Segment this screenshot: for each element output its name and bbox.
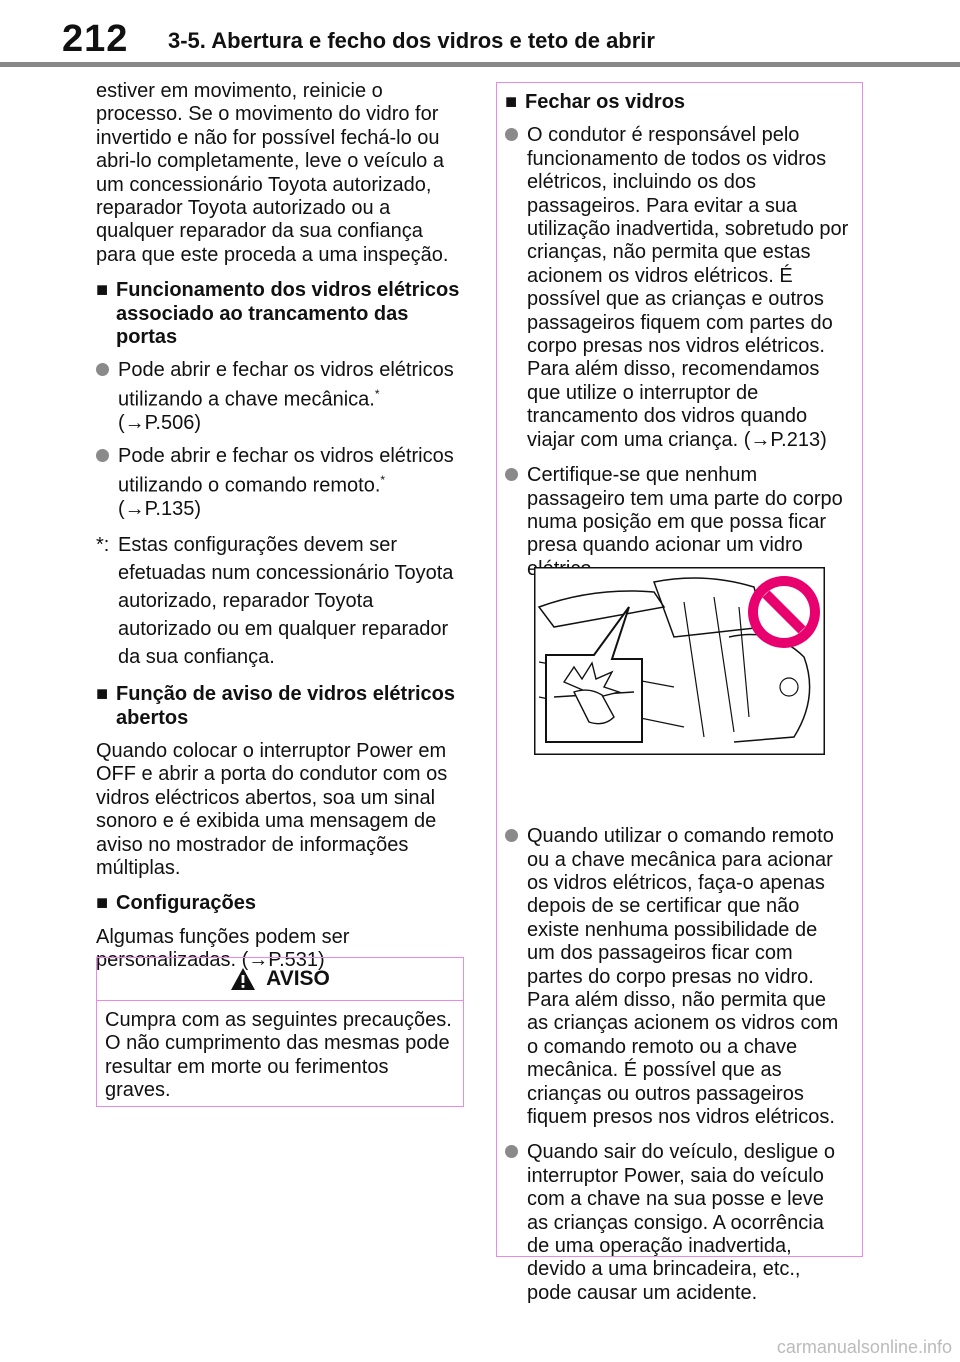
open-window-warning-paragraph: Quando colocar o interruptor Power em OF… (96, 740, 448, 880)
watermark: carmanualsonline.info (776, 1337, 952, 1357)
list-item: Quando utilizar o comando remoto ou a ch… (505, 825, 850, 1129)
page-reference: (→P.135) (118, 497, 202, 520)
page-header: 212 3-5. Abertura e fecho dos vidros e t… (0, 0, 960, 70)
warning-triangle-icon (231, 968, 256, 990)
header-rule (0, 62, 960, 67)
list-item: Pode abrir e fechar os vidros elétricos … (96, 359, 464, 435)
circle-bullet-icon (505, 464, 527, 581)
heading-settings: ■ Configurações (96, 892, 257, 915)
warning-title: AVISO (266, 967, 330, 990)
heading-open-window-warning: ■ Função de aviso de vidros elétricos ab… (96, 683, 456, 729)
list-item: Pode abrir e fechar os vidros elétricos … (96, 445, 464, 521)
square-bullet-icon: ■ (505, 91, 518, 113)
page-number: 212 (62, 18, 129, 60)
warning-continuation-box: ■ Fechar os vidros O condutor é responsá… (496, 82, 863, 1304)
list-item: O condutor é responsável pelo funcioname… (505, 124, 850, 452)
circle-bullet-icon (505, 124, 527, 452)
list-item: Certifique-se que nenhum passageiro tem … (505, 464, 850, 581)
circle-bullet-icon (505, 1141, 527, 1305)
page-reference: (→P.506) (118, 411, 202, 434)
circle-bullet-icon (96, 445, 118, 521)
square-bullet-icon: ■ (96, 279, 109, 302)
right-column: ■ Fechar os vidros O condutor é responsá… (497, 91, 850, 1317)
section-title: 3-5. Abertura e fecho dos vidros e teto … (168, 28, 655, 53)
circle-bullet-icon (96, 359, 118, 435)
intro-paragraph: estiver em movimento, reinicie o process… (96, 80, 449, 266)
warning-box: AVISO Cumpra com as seguintes precauções… (96, 957, 464, 1107)
list-item: Quando sair do veículo, desligue o inter… (505, 1141, 850, 1305)
heading-closing-windows: ■ Fechar os vidros (505, 91, 686, 113)
warning-header: AVISO (97, 958, 463, 1001)
square-bullet-icon: ■ (96, 683, 109, 706)
settings-paragraph: Algumas funções podem ser personalizadas… (96, 925, 350, 972)
heading-power-windows-door-lock: ■ Funcionamento dos vidros elétricos ass… (96, 279, 460, 349)
circle-bullet-icon (505, 825, 527, 1129)
square-bullet-icon: ■ (96, 892, 109, 915)
left-column: estiver em movimento, reinicie o process… (96, 80, 464, 983)
hand-caught-in-window-illustration (534, 567, 825, 755)
warning-body: Cumpra com as seguintes precauções. O nã… (105, 1009, 452, 1102)
footnote: *: Estas configurações devem ser efetuad… (96, 534, 454, 669)
